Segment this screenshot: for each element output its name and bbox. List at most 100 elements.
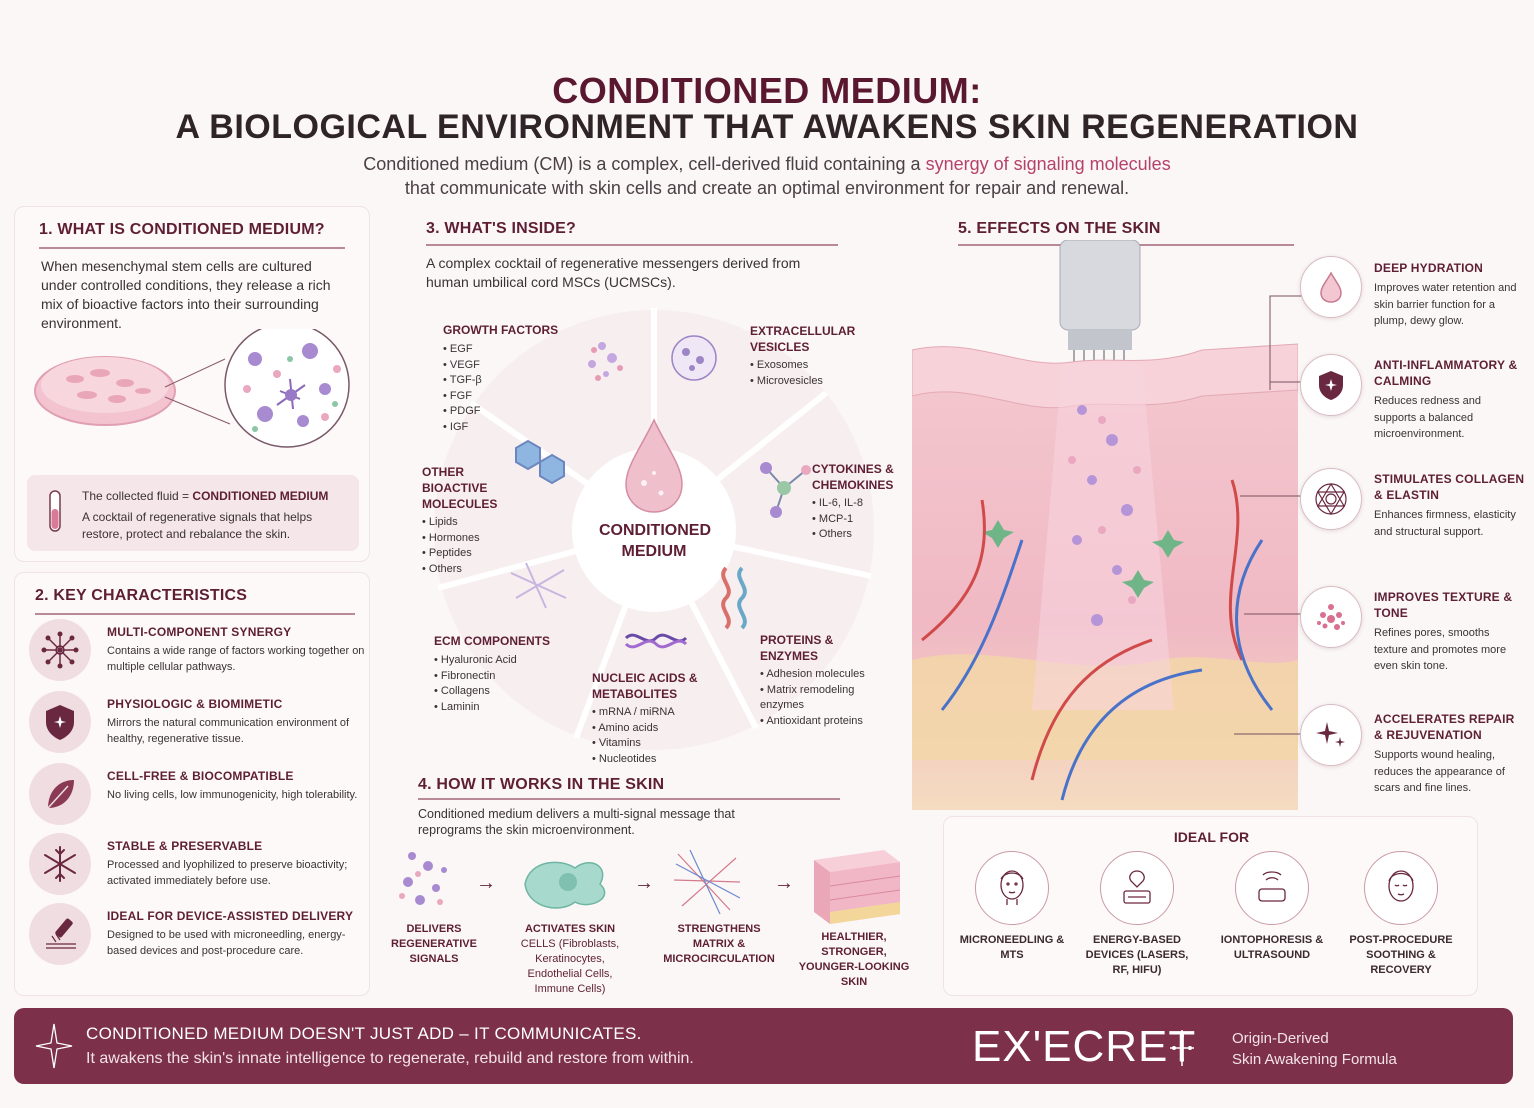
characteristic-title: CELL-FREE & BIOCOMPATIBLE [107,769,294,783]
group-item: • Antioxidant proteins [760,714,863,727]
ideal-for-title: IDEAL FOR [1173,829,1250,845]
effect-item: DEEP HYDRATION Improves water retention … [1374,260,1524,330]
collagen-mesh-icon [1300,468,1362,530]
callout-prefix: The collected fluid = [82,489,193,503]
group-item: • VEGF [443,358,480,371]
page-title-line2: A BIOLOGICAL ENVIRONMENT THAT AWAKENS SK… [175,108,1359,146]
brand-sparkle-icon [1170,1030,1194,1066]
brand-tagline: Origin-Derived Skin Awakening Formula [1232,1028,1397,1070]
droplet-icon [1300,256,1362,318]
characteristic-item: PHYSIOLOGIC & BIOMIMETIC Mirrors the nat… [29,691,365,757]
wheel-center-label: CONDITIONED MEDIUM [599,520,711,562]
characteristic-title: PHYSIOLOGIC & BIOMIMETIC [107,697,283,711]
sparkle-icon [35,1023,73,1069]
wheel-center-line1: CONDITIONED [599,522,711,539]
sparkle-icon [1300,704,1362,766]
ideal-for-panel: IDEAL FOR MICRONEEDLING & MTS ENERGY-BAS… [943,816,1478,996]
group-title: OTHER BIOACTIVE MOLECULES [422,465,498,511]
section3-divider [426,244,838,246]
group-title: GROWTH FACTORS [443,323,559,337]
section1-title: 1. WHAT IS CONDITIONED MEDIUM? [39,221,325,238]
face-icon [975,851,1049,925]
section1-body: When mesenchymal stem cells are cultured… [41,258,331,331]
effect-connectors [1234,295,1302,735]
group-item: • IL-6, IL-8 [812,497,863,509]
group-nucleic-acids: NUCLEIC ACIDS & METABOLITES • mRNA / miR… [592,670,712,767]
step-title: ACTIVATES SKIN [524,923,616,935]
callout-bold: CONDITIONED MEDIUM [192,489,329,503]
step-activates: ACTIVATES SKIN CELLS (Fibroblasts, Kerat… [508,922,632,997]
step-delivers: DELIVERS REGENERATIVE SIGNALS [391,923,477,965]
group-item: • IGF [443,420,469,433]
characteristic-desc: Processed and lyophilized to preserve bi… [107,859,348,887]
group-item: • Hyaluronic Acid [434,654,517,666]
snowflake-icon [29,833,91,895]
group-title: ECM COMPONENTS [434,634,551,648]
petri-dish-illustration [34,329,350,448]
skin-cross-section-illustration [912,240,1298,810]
arrow-3: → [774,872,794,894]
wheel-center-line2: MEDIUM [621,543,687,560]
group-item: • MCP-1 [812,512,854,525]
signals-illustration [399,852,447,905]
step-strengthens: STRENGTHENS MATRIX & MICROCIRCULATION [663,923,775,965]
characteristic-desc: Contains a wide range of factors working… [107,645,365,673]
group-item: • Amino acids [592,721,659,734]
effect-title: ACCELERATES REPAIR & REJUVENATION [1374,712,1515,742]
effect-desc: Refines pores, smooths texture and promo… [1374,627,1507,672]
group-proteins: PROTEINS & ENZYMES • Adhesion molecules … [760,632,890,729]
effect-item: ANTI-INFLAMMATORY & CALMING Reduces redn… [1374,357,1524,443]
group-title: NUCLEIC ACIDS & METABOLITES [592,671,698,701]
shield-icon [1300,354,1362,416]
group-item: • Adhesion molecules [760,668,865,680]
brand-logo: EX'ECRET [972,1022,1197,1071]
group-extracellular-vesicles: EXTRACELLULAR VESICLES • Exosomes • Micr… [750,323,860,389]
group-item: • TGF-β [443,374,482,386]
section4-divider [418,798,840,800]
healthy-skin-block-illustration [814,850,901,924]
network-icon [29,619,91,681]
group-item: • Matrix remodeling enzymes [760,683,855,712]
matrix-illustration [673,849,741,915]
characteristic-item: CELL-FREE & BIOCOMPATIBLE No living cell… [29,763,365,829]
group-item: • Hormones [422,531,480,544]
ideal-item-label: IONTOPHORESIS & ULTRASOUND [1220,934,1324,961]
component-wheel [434,308,874,750]
section3-intro: A complex cocktail of regenerative messe… [426,255,801,290]
group-item: • mRNA / miRNA [592,706,675,718]
group-item: • FGF [443,389,472,402]
group-item: • Fibronectin [434,669,496,682]
ideal-item-label: POST-PROCEDURE SOOTHING & RECOVERY [1349,934,1453,976]
section2-panel: 2. KEY CHARACTERISTICS MULTI-COMPONENT S… [14,572,370,996]
skin-cell-illustration [524,861,606,909]
group-ecm: ECM COMPONENTS • Hyaluronic Acid • Fibro… [434,633,564,715]
arrow-1: → [476,872,496,894]
group-title: CYTOKINES & CHEMOKINES [812,462,894,492]
characteristic-desc: Mirrors the natural communication enviro… [107,717,350,745]
test-tube-icon [49,490,61,532]
effect-item: STIMULATES COLLAGEN & ELASTIN Enhances f… [1374,471,1530,540]
subtitle-line2: that communicate with skin cells and cre… [404,178,1130,198]
group-list: • Hyaluronic Acid • Fibronectin • Collag… [434,653,564,715]
dots-icon [1300,586,1362,648]
ideal-item-label: MICRONEEDLING & MTS [959,934,1065,961]
subtitle-highlight: synergy of signaling molecules [925,154,1171,174]
subtitle-text: Conditioned medium (CM) is a complex, ce… [363,154,926,174]
group-item: • Vitamins [592,737,641,749]
callout-title: The collected fluid = CONDITIONED MEDIUM [82,489,328,503]
footer-banner: CONDITIONED MEDIUM DOESN'T JUST ADD – IT… [14,1008,1513,1084]
section2-title: 2. KEY CHARACTERISTICS [35,587,248,604]
group-item: • Laminin [434,700,480,713]
group-item: • Collagens [434,685,490,697]
group-item: • Others [422,562,462,575]
group-list: • IL-6, IL-8 • MCP-1 • Others [812,496,902,543]
group-item: • Microvesicles [750,374,823,387]
effect-title: DEEP HYDRATION [1374,261,1484,275]
group-list: • EGF • VEGF • TGF-β • FGF • PDGF • IGF [443,342,573,435]
page-title-line1: CONDITIONED MEDIUM: [552,70,982,111]
step-sub: CELLS (Fibroblasts, Keratinocytes, Endot… [520,938,620,995]
leaf-icon [29,763,91,825]
group-item: • Peptides [422,547,472,559]
effect-item: ACCELERATES REPAIR & REJUVENATION Suppor… [1374,711,1524,797]
device-icon [1100,851,1174,925]
